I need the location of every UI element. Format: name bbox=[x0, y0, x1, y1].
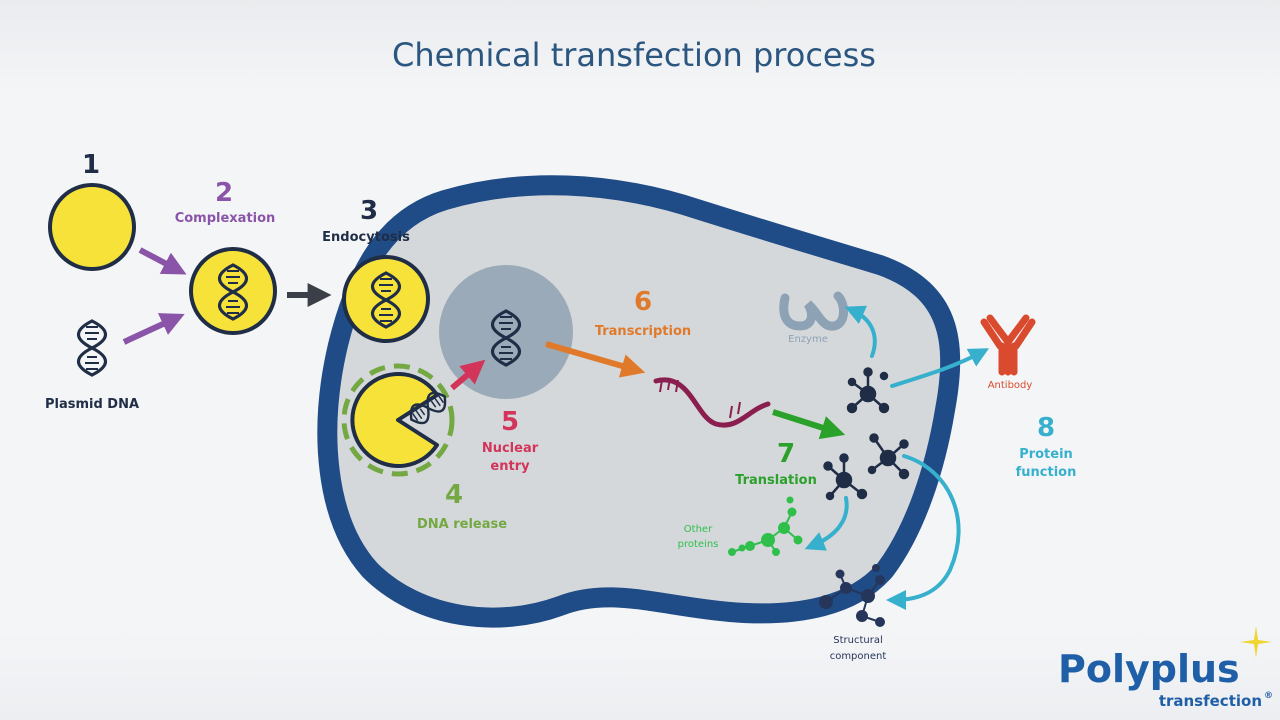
protein-molecule-2 bbox=[867, 433, 910, 480]
step-8-number: 8 bbox=[1037, 413, 1055, 443]
step-5-label-line1: Nuclear bbox=[482, 441, 539, 456]
other-proteins-icon bbox=[728, 496, 803, 556]
transfection-reagent-icon bbox=[48, 183, 136, 271]
step-3-label: Endocytosis bbox=[322, 230, 410, 245]
antibody-icon bbox=[980, 314, 1036, 376]
polyplus-logo: Polyplus transfection ® bbox=[1058, 626, 1273, 710]
step-8-label-line2: function bbox=[1016, 465, 1077, 480]
arrow-to-other-proteins bbox=[804, 496, 849, 551]
reagent-pacman-icon bbox=[350, 372, 439, 468]
plasmid-dna: Plasmid DNA bbox=[45, 319, 139, 412]
step-7: 7 Translation bbox=[735, 409, 846, 488]
step-5-label-line2: entry bbox=[490, 459, 530, 474]
structural-component-label-line2: component bbox=[830, 651, 887, 662]
structural-component-icon bbox=[819, 564, 885, 627]
step-6: 6 Transcription bbox=[545, 287, 771, 428]
arrow-reagent-to-complex bbox=[138, 247, 187, 275]
step-4-number: 4 bbox=[445, 480, 463, 510]
page-title: Chemical transfection process bbox=[392, 36, 876, 74]
arrow-nuclear-entry bbox=[450, 359, 486, 391]
enzyme-label: Enzyme bbox=[788, 334, 828, 345]
arrow-to-enzyme bbox=[844, 305, 877, 358]
other-proteins-label-line2: proteins bbox=[678, 539, 719, 550]
arrow-transcription bbox=[545, 341, 646, 378]
protein-molecule-1 bbox=[846, 367, 890, 414]
step-4-label: DNA release bbox=[417, 517, 507, 532]
step-1: 1 bbox=[48, 150, 136, 271]
step-3-number: 3 bbox=[360, 196, 378, 226]
other-proteins-label-line1: Other bbox=[684, 524, 713, 535]
step-5: 5 Nuclear entry bbox=[450, 309, 539, 474]
logo-registered-mark: ® bbox=[1264, 691, 1273, 701]
step-6-label: Transcription bbox=[595, 324, 691, 339]
enzyme-icon bbox=[779, 291, 848, 331]
structural-component-label-line1: Structural bbox=[833, 635, 883, 646]
protein-molecule-3 bbox=[823, 453, 868, 501]
other-proteins: Other proteins bbox=[678, 496, 803, 556]
logo-sub: transfection bbox=[1159, 692, 1262, 710]
step-2-number: 2 bbox=[215, 178, 233, 208]
antibody: Antibody bbox=[980, 314, 1036, 391]
arrow-to-structural-component bbox=[886, 454, 961, 610]
logo-name: Polyplus bbox=[1058, 647, 1240, 691]
plasmid-dna-label: Plasmid DNA bbox=[45, 397, 139, 412]
enzyme: Enzyme bbox=[779, 291, 848, 345]
endosome-dashed-icon bbox=[341, 363, 455, 477]
antibody-label: Antibody bbox=[988, 380, 1033, 391]
protein-function-arrows bbox=[804, 305, 990, 610]
step-2-label: Complexation bbox=[175, 211, 276, 226]
step-6-number: 6 bbox=[634, 287, 652, 317]
mrna-icon bbox=[653, 377, 771, 428]
step-1-number: 1 bbox=[82, 150, 100, 180]
logo-plus-icon bbox=[1240, 626, 1272, 658]
structural-component: Structural component bbox=[819, 564, 887, 662]
step-4: 4 DNA release bbox=[341, 363, 507, 532]
step-2: 2 Complexation bbox=[175, 178, 277, 335]
step-8-label-line1: Protein bbox=[1019, 447, 1073, 462]
arrow-dna-to-complex bbox=[122, 313, 185, 345]
step-3: 3 Endocytosis bbox=[322, 196, 430, 343]
step-8: 8 Protein function bbox=[1016, 413, 1077, 480]
arrow-translation bbox=[772, 409, 846, 440]
plasmid-dna-icon bbox=[76, 319, 108, 377]
arrow-to-antibody bbox=[890, 348, 990, 388]
step-7-label: Translation bbox=[735, 473, 817, 488]
step-5-number: 5 bbox=[501, 407, 519, 437]
step-7-number: 7 bbox=[777, 439, 795, 469]
